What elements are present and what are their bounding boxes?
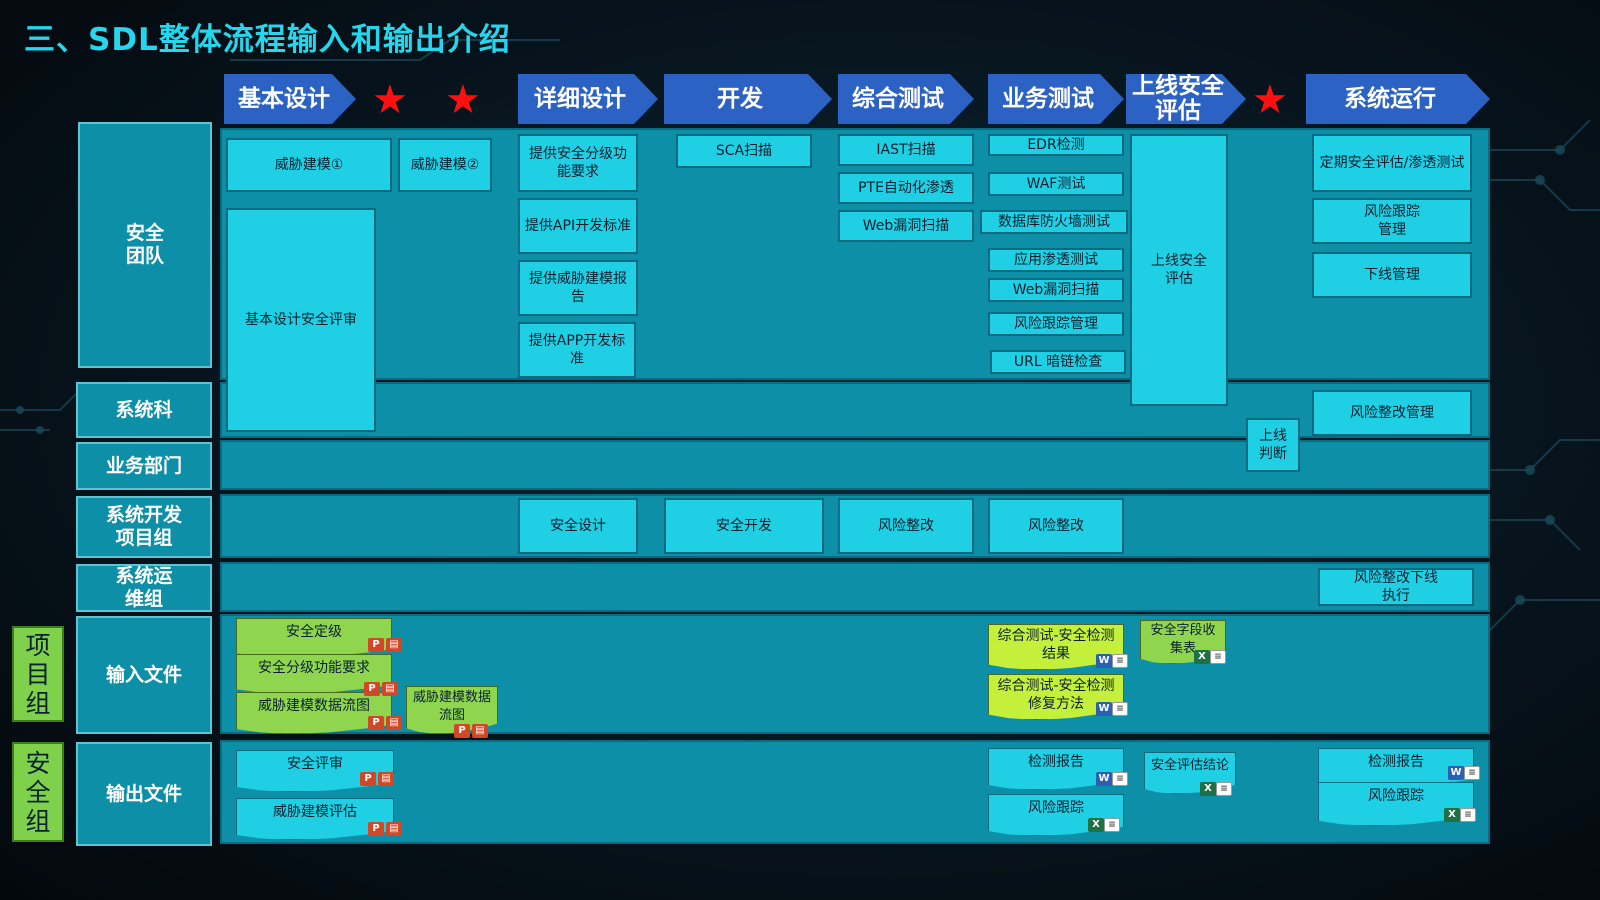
waf-test-box: WAF测试 [988,172,1124,196]
app-pentest-box: 应用渗透测试 [988,248,1124,272]
doc-threat-dfd-2: 威胁建模数据流图 [406,686,498,734]
excel-icon: X [1200,782,1216,796]
excel-icon: ≡ [1460,808,1476,822]
secure-design-box: 安全设计 [518,498,638,554]
ppt-icon: ▤ [386,716,402,730]
row-label-output-files: 输出文件 [76,742,212,846]
api-dev-std-box: 提供API开发标准 [518,198,638,254]
phase-develop: 开发 [664,74,832,124]
rectify-offline-exec-box: 风险整改下线执行 [1318,568,1474,606]
phase-detail-design: 详细设计 [518,74,658,124]
excel-icon: X [1194,650,1210,664]
ppt-icon: ▤ [386,822,402,836]
word-icon: W [1096,702,1112,716]
launch-assessment-box: 上线安全评估 [1130,134,1228,406]
risk-tracking-mgmt-box: 风险跟踪管理 [988,312,1124,336]
word-icon: W [1096,772,1112,786]
word-icon: ≡ [1112,772,1128,786]
ppt-icon: P [368,716,384,730]
db-firewall-test-box: 数据库防火墙测试 [980,210,1128,234]
risk-rectify-2-box: 风险整改 [988,498,1124,554]
ppt-icon: P [368,822,384,836]
url-darklink-check-box: URL 暗链检查 [990,350,1126,374]
risk-rectify-mgmt-box: 风险整改管理 [1312,390,1472,436]
star-icon: ★ [445,77,481,123]
word-icon: W [1448,766,1464,780]
group-label-project: 项目组 [12,626,64,722]
doc-assessment-conclusion: 安全评估结论 [1144,752,1236,794]
row-label-input-files: 输入文件 [76,616,212,734]
phase-integration-test: 综合测试 [838,74,974,124]
launch-decision-box: 上线判断 [1246,418,1300,472]
word-icon: ≡ [1112,654,1128,668]
offline-mgmt-box: 下线管理 [1312,252,1472,298]
threat-model-1-box: 威胁建模① [226,138,392,192]
page-title: 三、SDL整体流程输入和输出介绍 [24,22,511,58]
excel-icon: ≡ [1216,782,1232,796]
row-label-dev-group: 系统开发项目组 [76,496,212,558]
iast-scan-box: IAST扫描 [838,134,974,166]
pte-pentest-box: PTE自动化渗透 [838,172,974,204]
sca-scan-box: SCA扫描 [676,134,812,168]
web-vuln-scan-2-box: Web漏洞扫描 [988,278,1124,302]
star-icon: ★ [372,77,408,123]
secure-dev-box: 安全开发 [664,498,824,554]
risk-rectify-1-box: 风险整改 [838,498,974,554]
excel-icon: ≡ [1104,818,1120,832]
row-label-ops-group: 系统运维组 [76,564,212,612]
threat-model-report-box: 提供威胁建模报告 [518,260,638,316]
ppt-icon: ▤ [472,724,488,738]
basic-design-review-box: 基本设计安全评审 [226,208,376,432]
ppt-icon: ▤ [386,638,402,652]
doc-security-field-table: 安全字段收集表 [1140,620,1226,664]
excel-icon: X [1088,818,1104,832]
phase-business-test: 业务测试 [988,74,1124,124]
row-label-business-dept: 业务部门 [76,442,212,490]
edr-check-box: EDR检测 [988,134,1124,156]
doc-threat-model-eval: 威胁建模评估 [236,798,394,840]
ppt-icon: P [360,772,376,786]
phase-operation: 系统运行 [1306,74,1490,124]
ppt-icon: P [364,682,380,696]
phase-launch-assessment: 上线安全评估 [1126,74,1246,124]
periodic-assessment-box: 定期安全评估/渗透测试 [1312,134,1472,192]
ppt-icon: P [454,724,470,738]
security-level-req-box: 提供安全分级功能要求 [518,134,638,192]
excel-icon: X [1444,808,1460,822]
ppt-icon: ▤ [378,772,394,786]
web-vuln-scan-box: Web漏洞扫描 [838,210,974,242]
phase-basic-design: 基本设计 [224,74,356,124]
star-icon: ★ [1252,77,1288,123]
threat-model-2-box: 威胁建模② [398,138,492,192]
word-icon: ≡ [1112,702,1128,716]
doc-security-level-func-req: 安全分级功能要求 [236,654,392,694]
ppt-icon: ▤ [382,682,398,696]
lane-output-files [220,740,1490,844]
row-label-system-dept: 系统科 [76,382,212,438]
ppt-icon: P [368,638,384,652]
excel-icon: ≡ [1210,650,1226,664]
row-label-security-team: 安全团队 [78,122,212,368]
doc-threat-dfd-1: 威胁建模数据流图 [236,692,392,734]
word-icon: ≡ [1464,766,1480,780]
lane-ops-group [220,562,1490,612]
app-dev-std-box: 提供APP开发标准 [518,322,636,378]
word-icon: W [1096,654,1112,668]
risk-tracking-box: 风险跟踪管理 [1312,198,1472,244]
group-label-security: 安全组 [12,742,64,842]
doc-integ-test-fix: 综合测试-安全检测修复方法 [988,674,1124,720]
